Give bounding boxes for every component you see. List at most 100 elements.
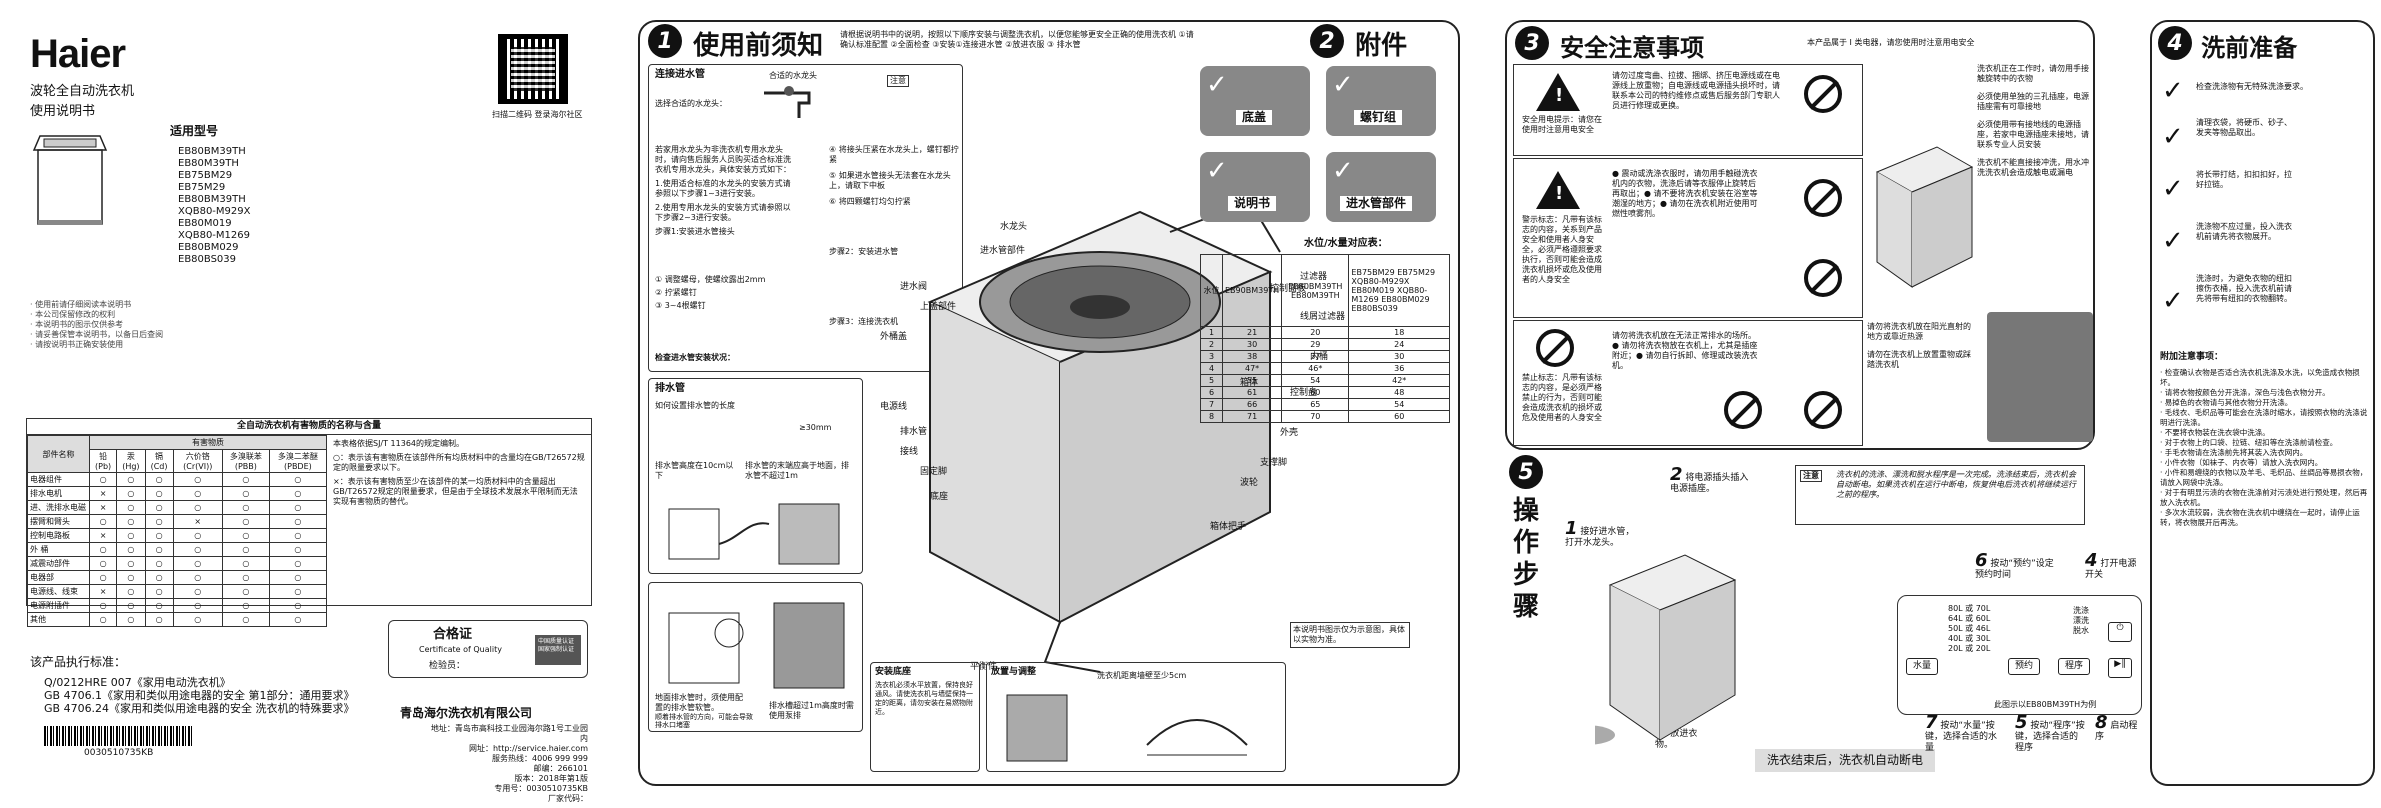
table-cell: ○: [88, 514, 118, 529]
table-cell: ○: [144, 542, 174, 557]
row-label: 排水电机: [27, 486, 90, 501]
table-cell: ○: [268, 514, 328, 529]
table-cell: 29: [1281, 338, 1350, 351]
water-button[interactable]: 水量: [1906, 658, 1939, 675]
check-icon: ✓: [2162, 76, 2184, 106]
product-image: [30, 132, 110, 227]
section3-header: 3 安全注意事项: [1515, 26, 1704, 63]
drain-title: 排水管: [655, 383, 685, 394]
table-cell: ○: [172, 486, 223, 501]
table-cell: ○: [221, 514, 270, 529]
prep-list: ✓ 检查洗涤物有无特殊洗涤要求。 ✓ 清理衣袋，将硬币、砂子、发夹等物品取出。 …: [2160, 72, 2370, 344]
group-header: 有害物质: [89, 435, 327, 450]
check-icon: ✓: [2162, 174, 2184, 204]
program-button[interactable]: 程序: [2058, 658, 2091, 675]
note-label: 注意: [1800, 470, 1822, 482]
table-cell: 36: [1348, 362, 1450, 375]
drain-bottom-box: 地面排水管时，须使用配置的排水管软管。 顺着排水管的方向，可能会导致排水口堵塞 …: [648, 582, 863, 732]
section-number: 4: [2158, 26, 2192, 60]
standard-item: Q/0212HRE 007《家用电动洗衣机》: [44, 676, 231, 689]
standards-list: Q/0212HRE 007《家用电动洗衣机》 GB 4706.1《家用和类似用途…: [44, 676, 355, 715]
hazard-note-title: 本表格依据SJ/T 11364的规定编制。: [333, 439, 465, 448]
table-row: 减震动部件○○○○○○: [27, 556, 328, 571]
drain-bottom-note: 顺着排水管的方向，可能会导致排水口堵塞: [655, 713, 753, 729]
model-item: EB80M39TH: [178, 158, 239, 169]
table-row: 电器组件○○○○○○: [27, 472, 328, 487]
accessory-label: 螺钉组: [1354, 110, 1403, 125]
prep-item: ✓ 清理衣袋，将硬币、砂子、发夹等物品取出。: [2162, 118, 2292, 152]
table-cell: 65: [1281, 398, 1350, 411]
model-item: EB80M019: [178, 218, 232, 229]
column-header: 铅 (Pb): [88, 449, 118, 473]
step-7: 7 按动“水量”按键，选择合适的水量: [1925, 712, 1998, 754]
table-cell: 1: [1200, 326, 1223, 339]
section-title: 附件: [1355, 30, 1408, 61]
row-label: 电源线、线束: [27, 584, 90, 599]
base-text: 洗衣机必须水平放置，保持良好通风。请使洗衣机与墙壁保持一定的距离，请勿安装在易燃…: [875, 681, 973, 716]
table-cell: ○: [144, 528, 174, 543]
warning-row-electric: ! 安全用电提示：请您在使用时注意用电安全 请勿过度弯曲、拉拔、捆绑、挤压电源线…: [1513, 64, 1863, 156]
reserve-button[interactable]: 预约: [2008, 658, 2041, 675]
table-cell: ○: [221, 472, 270, 487]
table-cell: 6: [1200, 386, 1223, 399]
power-button[interactable]: ⏻: [2108, 622, 2132, 642]
prohibited-icon: [1724, 391, 1762, 429]
table-cell: ○: [268, 486, 328, 501]
table-cell: ○: [144, 584, 174, 599]
models-title: 适用型号: [170, 124, 219, 138]
row-label: 摆臂和臂头: [27, 514, 90, 529]
start-button[interactable]: ▶∥: [2108, 658, 2132, 678]
check-title: 检查进水管安装状况：: [655, 353, 735, 362]
caution-icon: !: [1536, 171, 1580, 209]
table-cell: ○: [144, 500, 174, 515]
table-cell: ○: [268, 542, 328, 557]
section3-panel: 3 安全注意事项 本产品属于 I 类电器，请您使用时注意用电安全 ! 安全用电提…: [1505, 20, 2095, 450]
table-cell: ×: [88, 486, 118, 501]
table-cell: 20: [1281, 326, 1350, 339]
standards-title: 该产品执行标准：: [30, 655, 127, 669]
table-cell: ○: [268, 556, 328, 571]
table-cell: ○: [221, 500, 270, 515]
column-header: 镉 (Cd): [144, 449, 174, 473]
section4-header: 4 洗前准备: [2158, 26, 2297, 63]
note-label: 注意: [887, 75, 909, 87]
check-icon: ✓: [1332, 156, 1354, 186]
operation-note: 注意 洗衣机的洗涤、漂洗和脱水程序是一次完成。洗涤结束后，洗衣机会自动断电。如果…: [1795, 465, 2085, 525]
table-cell: 21: [1221, 326, 1283, 339]
barcode: [44, 726, 194, 746]
table-cell: ○: [221, 528, 270, 543]
table-cell: 71: [1221, 410, 1283, 423]
column-header: 六价铬 (Cr(VI)): [172, 449, 223, 473]
table-cell: ○: [116, 612, 146, 627]
table-cell: ○: [268, 584, 328, 599]
row-label: 电器部: [27, 570, 90, 585]
notes-title: 附加注意事项：: [2160, 352, 2224, 362]
qr-code: [498, 34, 568, 104]
barcode-number: 0030510735KB: [84, 748, 154, 758]
table-cell: 47*: [1221, 362, 1283, 375]
hazard-table: 部件名称 有害物质 铅 (Pb) 汞 (Hg) 镉 (Cd) 六价铬 (Cr(V…: [27, 435, 328, 627]
row-label: 进、洗排水电磁: [27, 500, 90, 515]
table-row: 控制电路板×○○○○○: [27, 528, 328, 543]
step-6: 6 按动“预约”设定预约时间: [1975, 550, 2054, 581]
accessory-lid-tile: ✓ 底盖: [1200, 66, 1310, 136]
table-cell: 24: [1348, 338, 1450, 351]
washer-small: [1867, 142, 1977, 292]
model-item: EB75M29: [178, 182, 226, 193]
prep-notes: · 检查确认衣物是否适合洗衣机洗涤及水洗，以免造成衣物损坏。 · 请将衣物按颜色…: [2160, 368, 2368, 527]
table-cell: ○: [172, 584, 223, 599]
model-item: EB80BM39TH: [178, 194, 246, 205]
table-cell: 66: [1221, 398, 1283, 411]
model-item: XQB80-M929X: [178, 206, 251, 217]
power-icon: ⏻: [2116, 623, 2124, 633]
column-header: 多溴二苯醚 (PBDE): [268, 449, 328, 473]
column-header: 汞 (Hg): [116, 449, 146, 473]
tap-label: 合适的水龙头: [769, 71, 817, 80]
level-box: 放置与调整 洗衣机距离墙壁至少5cm: [986, 662, 1286, 772]
table-cell: 30: [1348, 350, 1450, 363]
row-label: 电器组件: [27, 472, 90, 487]
